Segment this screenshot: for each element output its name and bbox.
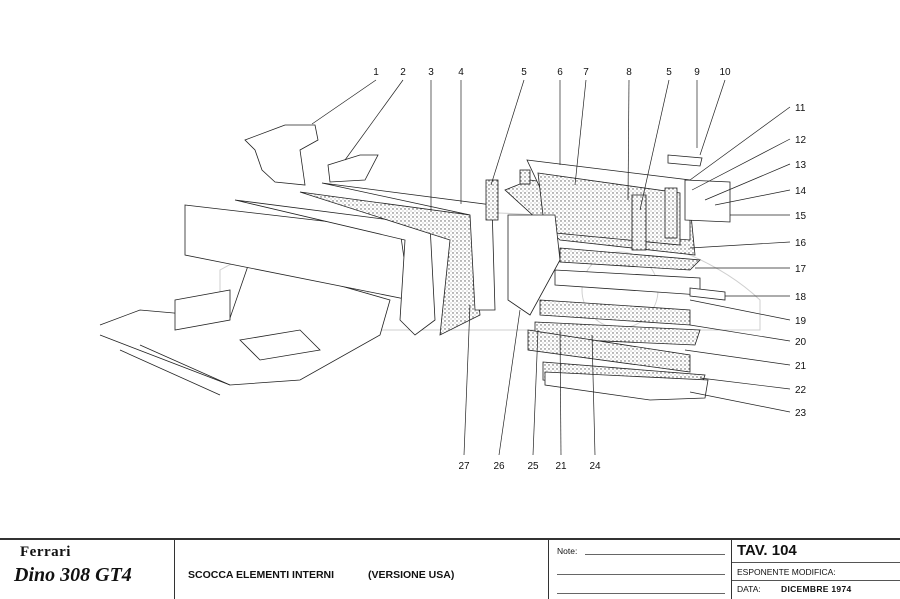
callout-27: 27 — [458, 461, 470, 472]
modification-label: ESPONENTE MODIFICA: — [737, 567, 836, 577]
callout-13: 13 — [795, 160, 807, 171]
floor-pan — [99, 259, 391, 396]
note-line — [557, 593, 725, 594]
note-label: Note: — [557, 546, 578, 556]
callout-19: 19 — [795, 316, 807, 327]
callout-11: 11 — [795, 103, 806, 114]
leader-line — [463, 304, 471, 456]
leader-line — [689, 391, 791, 413]
table-number: TAV. 104 — [737, 542, 797, 559]
title-block: Ferrari Dino 308 GT4 SCOCCA ELEMENTI INT… — [0, 538, 900, 599]
leader-line — [691, 138, 791, 191]
note-line — [557, 574, 725, 575]
leader-line — [684, 349, 791, 366]
callout-22: 22 — [795, 385, 807, 396]
leader-line — [559, 329, 562, 456]
callout-23: 23 — [795, 408, 807, 419]
leader-line — [639, 79, 670, 211]
drawing-version: (VERSIONE USA) — [368, 569, 455, 581]
leader-line — [689, 106, 791, 181]
front-brackets — [244, 124, 379, 186]
leader-line — [689, 324, 791, 342]
leader-line — [311, 79, 377, 125]
leader-line — [532, 329, 539, 456]
leader-line — [704, 163, 791, 201]
center-panels — [485, 159, 696, 316]
drawing-description: SCOCCA ELEMENTI INTERNI — [188, 569, 335, 581]
leader-line — [699, 377, 791, 390]
callout-21: 21 — [795, 361, 807, 372]
callout-18: 18 — [795, 292, 807, 303]
leader-line — [591, 334, 596, 456]
leader-line — [627, 79, 630, 201]
leader-line — [490, 79, 525, 186]
leader-line — [574, 79, 587, 186]
callout-4: 4 — [458, 67, 464, 78]
callout-6: 6 — [557, 67, 563, 78]
callout-5: 5 — [521, 67, 527, 78]
callout-16: 16 — [795, 238, 807, 249]
left-panels — [184, 182, 496, 336]
callout-10: 10 — [719, 67, 731, 78]
callout-20: 20 — [795, 337, 807, 348]
callout-26: 26 — [493, 461, 505, 472]
callout-14: 14 — [795, 186, 807, 197]
date-value: DICEMBRE 1974 — [781, 584, 852, 594]
leader-lines — [311, 79, 791, 456]
callout-17: 17 — [795, 264, 807, 275]
callout-8: 8 — [626, 67, 632, 78]
callout-15: 15 — [795, 211, 807, 222]
leader-line — [344, 79, 404, 161]
callout-2: 2 — [400, 67, 406, 78]
model-logo: Dino 308 GT4 — [14, 564, 132, 586]
brand-logo: Ferrari — [20, 544, 71, 560]
leader-line — [714, 189, 791, 206]
leader-line — [699, 79, 726, 156]
callout-5: 5 — [666, 67, 672, 78]
note-line — [585, 554, 725, 555]
callout-1: 1 — [373, 67, 379, 78]
callout-9: 9 — [694, 67, 700, 78]
leader-line — [498, 309, 521, 456]
callout-25: 25 — [527, 461, 539, 472]
callout-7: 7 — [583, 67, 589, 78]
callout-12: 12 — [795, 135, 807, 146]
floor-stack — [527, 154, 731, 401]
callout-24: 24 — [589, 461, 601, 472]
date-label: DATA: — [737, 584, 761, 594]
callout-3: 3 — [428, 67, 434, 78]
leader-line — [689, 299, 791, 321]
leader-line — [689, 241, 791, 249]
callout-21: 21 — [555, 461, 567, 472]
